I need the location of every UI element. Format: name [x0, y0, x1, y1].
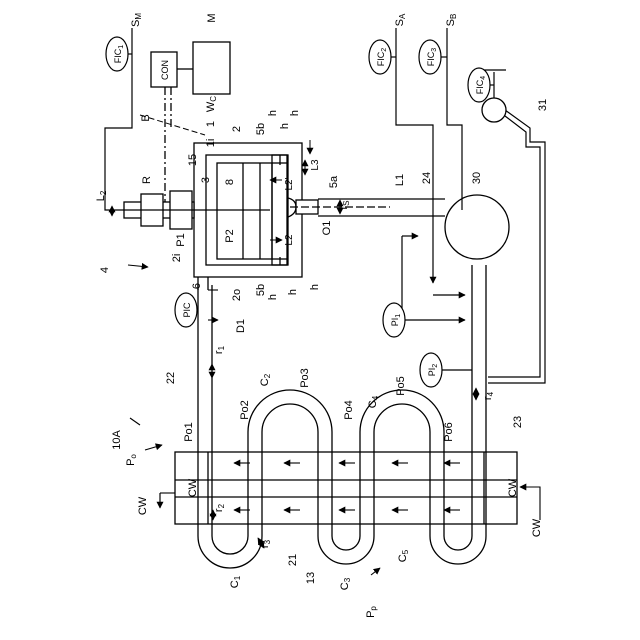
- label-sa: SA: [394, 13, 407, 26]
- label-cw-right-inner: CW: [507, 478, 519, 497]
- label-23: 23: [512, 416, 524, 428]
- label-o1: O1: [321, 221, 333, 236]
- valve-31: [482, 98, 506, 122]
- label-m: M: [206, 13, 218, 22]
- label-4: 4: [99, 267, 111, 273]
- label-po2: Po2: [239, 400, 251, 420]
- label-sm: SM: [130, 13, 143, 27]
- label-po6: Po6: [443, 422, 455, 442]
- label-h3: h: [289, 110, 301, 116]
- label-l1: L1: [394, 174, 406, 186]
- label-h1: h: [267, 110, 279, 116]
- label-l2p: L2': [284, 177, 295, 190]
- label-con: CON: [160, 60, 170, 80]
- label-22: 22: [165, 372, 177, 384]
- label-cw-right: CW: [531, 518, 543, 537]
- label-p2: P2: [224, 229, 236, 242]
- label-r: R: [141, 176, 153, 184]
- label-31: 31: [537, 99, 549, 111]
- label-5b-bot: 5b: [255, 284, 267, 296]
- label-r1: r1: [213, 345, 226, 354]
- label-h4: h: [267, 294, 279, 300]
- pump-30: [445, 195, 509, 259]
- label-pp: Pp: [365, 606, 378, 618]
- label-cw-left-inner: CW: [187, 478, 199, 497]
- label-wc: WC: [205, 96, 218, 112]
- label-cw-left: CW: [137, 496, 149, 515]
- label-2i: 2i: [171, 254, 183, 263]
- label-21: 21: [287, 554, 299, 566]
- label-h5: h: [287, 289, 299, 295]
- label-po4: Po4: [343, 400, 355, 420]
- label-po: Po: [125, 454, 138, 466]
- label-1: 1: [205, 121, 217, 127]
- label-c1: C1: [229, 575, 242, 588]
- label-c4: C4: [367, 395, 380, 408]
- flow-arrows: [234, 463, 460, 510]
- label-10a: 10A: [111, 430, 123, 450]
- label-sb: SB: [445, 14, 458, 27]
- label-po3: Po3: [299, 368, 311, 388]
- label-5a: 5a: [328, 175, 340, 188]
- label-2: 2: [231, 126, 243, 132]
- label-po5: Po5: [395, 376, 407, 396]
- label-b: B: [140, 114, 152, 121]
- label-30: 30: [471, 172, 483, 184]
- label-po1: Po1: [183, 422, 195, 442]
- return-piping: [472, 265, 486, 340]
- label-l2-bot: L2: [284, 234, 295, 246]
- labels: SM FIC1 M CON B WC 1 1i 2 5b h h h 15 3 …: [95, 13, 549, 618]
- label-c2: C2: [259, 373, 272, 386]
- label-2o: 2o: [231, 289, 243, 301]
- label-5b-top: 5b: [255, 123, 267, 135]
- label-l2-left: L2: [95, 190, 108, 201]
- label-l3: L3: [310, 159, 321, 171]
- label-8: 8: [224, 179, 236, 185]
- label-pic: PIC: [182, 302, 192, 318]
- label-r4: r4: [482, 391, 495, 400]
- label-d1: D1: [235, 319, 247, 333]
- label-24: 24: [421, 172, 433, 184]
- label-c3: C3: [339, 577, 352, 590]
- label-6: 6: [191, 283, 203, 289]
- label-h6: h: [309, 284, 321, 290]
- label-1i: 1i: [205, 139, 217, 148]
- label-r2: r2: [213, 503, 226, 512]
- label-13: 13: [305, 572, 317, 584]
- label-h2: h: [279, 123, 291, 129]
- label-3: 3: [200, 177, 212, 183]
- label-p1: P1: [175, 233, 187, 246]
- label-15: 15: [187, 154, 199, 166]
- label-c5: C5: [397, 549, 410, 562]
